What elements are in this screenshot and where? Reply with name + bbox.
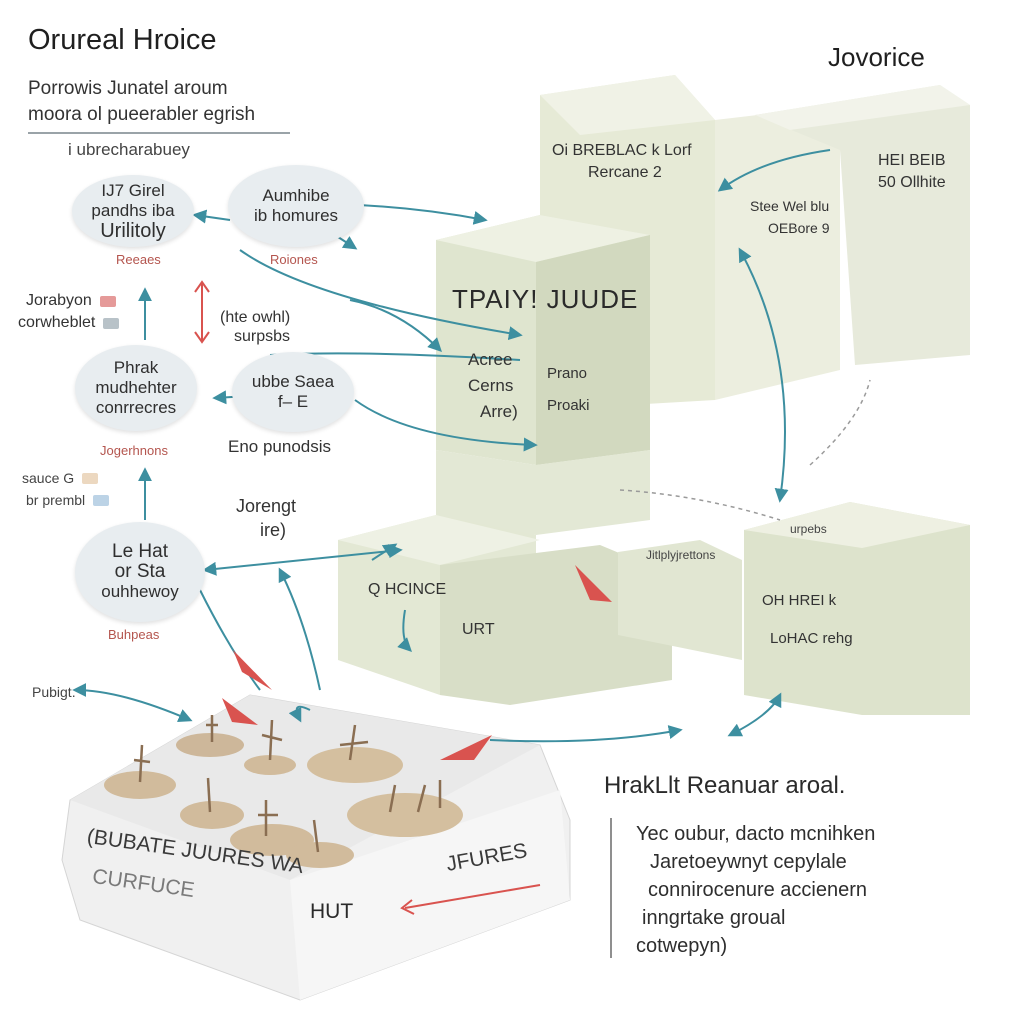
- box-slab: [618, 540, 742, 660]
- side-small-label: Pubigt.: [32, 684, 76, 700]
- note-line: (hte owhl): [220, 309, 291, 326]
- box-right: [744, 502, 970, 715]
- notes-body: Yec oubur, dacto mcnihken Jaretoeywnyt c…: [636, 820, 875, 960]
- bubble-line: ubbe Saea: [251, 372, 335, 391]
- legend-swatch: [103, 317, 120, 329]
- box-back-mid-text: Stee Wel blu OEBore 9: [750, 195, 829, 239]
- bubble-line: mudhehter: [95, 378, 177, 397]
- bubble-line: Le Hat: [112, 541, 168, 562]
- bubble-4-caption: Eno punodsis: [228, 437, 332, 456]
- diagram-subtitle: Porrowis Junatel aroum moora ol pueerabl…: [28, 76, 290, 134]
- box-line: Stee Wel blu: [750, 198, 830, 214]
- box-line: Acree: [468, 350, 513, 369]
- connectors: [72, 149, 831, 743]
- bubble-1-caption: Reeaes: [116, 252, 161, 267]
- bubble-line: Phrak: [113, 358, 159, 377]
- box-line: Oi BREBLAC k Lorf: [552, 142, 692, 159]
- subtitle-line: Porrowis Junatel aroum: [28, 78, 228, 99]
- base-mid-label: HUT: [310, 900, 354, 923]
- notes-line: cotwepyn): [636, 935, 728, 957]
- jorengt-label: Jorengt ire): [236, 494, 296, 542]
- bubble-line: pandhs iba: [91, 201, 175, 220]
- legend-swatch: [82, 472, 99, 484]
- corner-label: Jovorice: [828, 42, 925, 72]
- bubble-line: conrrecres: [95, 398, 177, 417]
- notes-line: Jaretoeywnyt cepylale: [650, 851, 847, 873]
- box-line: Q HCINCE: [368, 581, 447, 598]
- box-center-left-text: Acree Cerns Arre): [468, 347, 518, 425]
- legend-swatch: [99, 295, 116, 307]
- bubble-5-caption: Buhpeas: [108, 627, 160, 642]
- box-line: Proaki: [547, 397, 590, 414]
- legend-label: sauce G: [22, 470, 75, 486]
- box-line: Cerns: [468, 376, 514, 395]
- box-line: 50 Ollhite: [878, 174, 946, 191]
- box-back-right: [755, 85, 970, 365]
- bubble-line: Aumhibe: [262, 186, 330, 205]
- box-line: Rercane 2: [588, 164, 662, 181]
- center-note: (hte owhl) surpsbs: [220, 308, 290, 346]
- section-label: i ubrecharabuey: [68, 140, 190, 159]
- box-slab-label: Jitlplyjrettons: [646, 548, 716, 562]
- box-right-top-label: urpebs: [790, 522, 827, 536]
- box-center-right-text: Prano Proaki: [547, 358, 590, 422]
- bubble-line: f– E: [277, 392, 309, 411]
- notes-line: Yec oubur, dacto mcnihken: [636, 823, 876, 845]
- box-line: HEI BEIB: [878, 152, 946, 169]
- base-platform: [61, 694, 571, 1001]
- box-line: Arre): [480, 402, 518, 421]
- legend-item: corwheblet: [18, 314, 120, 332]
- box-line: URT: [462, 621, 495, 638]
- box-right-text: OH HREI k LoHAC rehg: [762, 582, 853, 658]
- notes-line: connirocenure accienern: [648, 879, 868, 901]
- box-line: Prano: [547, 365, 588, 382]
- box-back-right-text: HEI BEIB 50 Ollhite: [878, 150, 946, 194]
- box-back-left-text: Oi BREBLAC k Lorf Rercane 2: [552, 140, 692, 184]
- diagram-title: Orureal Hroice: [28, 24, 217, 56]
- bubble-2-caption: Roiones: [270, 252, 318, 267]
- legend-item: br prembl: [26, 492, 110, 508]
- box-line: OEBore 9: [768, 220, 830, 236]
- bubble-3-caption: Jogerhnons: [100, 443, 168, 458]
- legend-item: Jorabyon: [26, 292, 116, 310]
- box-center: [436, 215, 650, 535]
- legend-label: br prembl: [26, 492, 86, 508]
- bubble-3: Phrak mudhehter conrrecres: [75, 345, 197, 431]
- notes-heading: HrakLlt Reanuar aroal.: [604, 772, 846, 799]
- bubble-1: IJ7 Girel pandhs iba Urilitoly: [72, 175, 194, 247]
- bubble-5: Le Hat or Sta ouhhewoy: [75, 522, 205, 622]
- bubble-line: ouhhewoy: [101, 582, 179, 601]
- legend-item: sauce G: [22, 470, 99, 486]
- legend-label: Jorabyon: [26, 292, 92, 309]
- bubble-2: Aumhibe ib homures: [228, 165, 364, 247]
- box-center-title: TPAIY! JUUDE: [452, 284, 639, 314]
- label-line: ire): [260, 520, 286, 540]
- label-line: Jorengt: [236, 496, 297, 516]
- notes-divider: [610, 818, 612, 958]
- legend-swatch: [93, 494, 110, 506]
- bubble-line: ib homures: [253, 206, 339, 225]
- box-line: OH HREI k: [762, 592, 837, 609]
- subtitle-line: moora ol pueerabler egrish: [28, 104, 256, 125]
- bubble-line: IJ7 Girel: [101, 181, 165, 200]
- bubble-4: ubbe Saea f– E: [232, 352, 354, 432]
- bubble-line: or Sta: [114, 561, 166, 582]
- box-line: LoHAC rehg: [770, 630, 853, 647]
- legend-label: corwheblet: [18, 314, 96, 331]
- bubble-line: Urilitoly: [100, 220, 166, 242]
- box-lower-text: Q HCINCE URT: [368, 570, 495, 650]
- notes-line: inngrtake groual: [642, 907, 786, 929]
- note-line: surpsbs: [234, 328, 291, 345]
